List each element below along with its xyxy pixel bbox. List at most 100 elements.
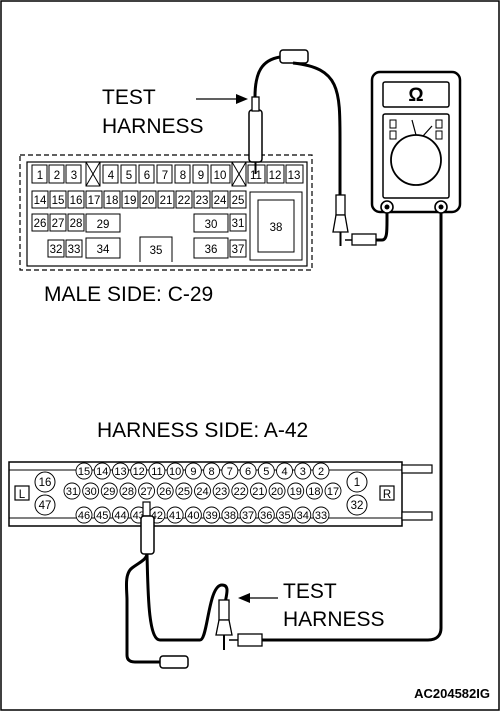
a42-pin-cavity: [276, 462, 293, 480]
a42-pin: 32: [351, 500, 364, 512]
figure-code: AC204582IG: [414, 686, 490, 701]
c29-pin: 18: [106, 195, 119, 207]
a42-pin-4: 4: [281, 466, 287, 478]
c29-pin: 9: [198, 170, 204, 182]
c29-pin: 17: [88, 195, 101, 207]
c29-pin: 32: [50, 244, 63, 256]
test-harness-top-line1: TEST: [102, 86, 156, 109]
multimeter: Ω: [370, 70, 462, 214]
c29-pin: 33: [68, 244, 81, 256]
a42-pin-13: 13: [114, 466, 126, 478]
c29-cavity-38: [249, 191, 303, 261]
a42-pin-18: 18: [308, 486, 320, 498]
a42-pin-cavity: [93, 462, 111, 480]
a42-pin-10: 10: [169, 466, 181, 478]
test-harness-top: [248, 49, 342, 195]
a42-pin-2: 2: [318, 466, 324, 478]
a42-pin-39: 39: [205, 510, 217, 522]
a42-pin-21: 21: [252, 486, 264, 498]
c29-pin: 30: [205, 219, 218, 231]
a42-pin-cavity: [257, 506, 275, 524]
a42-pin-cavity: [239, 506, 257, 524]
a42-pin-23: 23: [215, 486, 227, 498]
c29-pin: 24: [214, 195, 227, 207]
c29-pin: 7: [162, 170, 168, 182]
a42-pin-cavity: [119, 482, 137, 500]
a42-pin-cavity: [221, 462, 239, 480]
a42-pin-38: 38: [224, 510, 236, 522]
a42-pin-cavity: [294, 462, 312, 480]
a42-pin-cavity: [156, 482, 174, 500]
a42-pin-cavity: [175, 482, 193, 500]
a42-pin-cavity: [138, 482, 156, 500]
c29-pin: 29: [97, 219, 110, 231]
a42-pin-cavity: [287, 482, 305, 500]
harness-side-label: HARNESS SIDE: A-42: [97, 419, 308, 442]
a42-pin-22: 22: [234, 486, 246, 498]
a42-pin-cavity: [166, 506, 184, 524]
connector-c29: 1 2 3 4 5 6 7 8 9 10 11 12 13 14 15 16 1…: [19, 154, 313, 271]
a42-body: [8, 461, 403, 527]
test-harness-bottom: [124, 501, 229, 669]
a42-pin: 47: [39, 500, 52, 512]
a42-pin-11: 11: [151, 466, 162, 478]
c29-pin: 5: [126, 170, 132, 182]
c29-pin: 8: [180, 170, 186, 182]
a42-pin-cavity: [100, 482, 118, 500]
a42-pin-5: 5: [263, 466, 269, 478]
arrow-head-bottom: [238, 593, 250, 603]
a42-pin-cavity: [166, 462, 184, 480]
c29-pin: 28: [70, 218, 83, 230]
c29-pin: 35: [150, 245, 163, 257]
a42-pin-cavity: [249, 482, 267, 500]
c29-pin: 16: [70, 195, 83, 207]
test-harness-bottom-line2: HARNESS: [283, 608, 385, 631]
a42-pin-cavity: [82, 482, 100, 500]
a42-pin-45: 45: [96, 510, 108, 522]
a42-pin-cavity: [312, 506, 330, 524]
c29-pin: 2: [54, 170, 60, 182]
c29-pin: 36: [205, 244, 218, 256]
multimeter-display: [382, 81, 450, 108]
a42-pin-cavity: [203, 462, 221, 480]
a42-pin-35: 35: [278, 510, 290, 522]
a42-pin-cavity: [305, 482, 323, 500]
c29-pin: 20: [142, 195, 155, 207]
meter-probe-bottom: [215, 599, 263, 650]
a42-pin-cavity: [148, 462, 166, 480]
c29-pin: 38: [270, 222, 283, 234]
c29-pin: 23: [196, 195, 209, 207]
c29-pin: 22: [178, 195, 191, 207]
a42-pin-36: 36: [260, 510, 272, 522]
a42-pin: 16: [39, 477, 52, 489]
a42-pin-cavity: [276, 506, 293, 524]
a42-pin: 1: [354, 477, 360, 489]
a42-pin-12: 12: [133, 466, 145, 478]
dial-knob: [390, 134, 442, 186]
c29-pin: 1: [37, 170, 43, 182]
male-side-label: MALE SIDE: C-29: [44, 283, 213, 306]
a42-pin-cavity: [93, 506, 111, 524]
a42-pin-cavity: [112, 506, 129, 524]
a42-pin-cavity: [239, 462, 257, 480]
connector-left-label: L: [19, 489, 26, 501]
a42-pin-31: 31: [66, 486, 78, 498]
a42-pin-34: 34: [297, 510, 309, 522]
a42-pin-33: 33: [315, 510, 327, 522]
a42-pin-26: 26: [159, 486, 171, 498]
c29-pin: 25: [232, 195, 245, 207]
a42-pin-cavity: [75, 506, 93, 524]
a42-pin-17: 17: [327, 486, 339, 498]
a42-pin-cavity: [268, 482, 286, 500]
a42-pin-41: 41: [169, 510, 181, 522]
c29-empty-cavity-left: [85, 161, 101, 187]
a42-pin-30: 30: [85, 486, 97, 498]
c29-pin: 31: [232, 218, 245, 230]
a42-pin-cavity: [294, 506, 312, 524]
c29-pin: 37: [232, 244, 245, 256]
a42-pin-9: 9: [190, 466, 196, 478]
a42-pin-cavity: [231, 482, 249, 500]
